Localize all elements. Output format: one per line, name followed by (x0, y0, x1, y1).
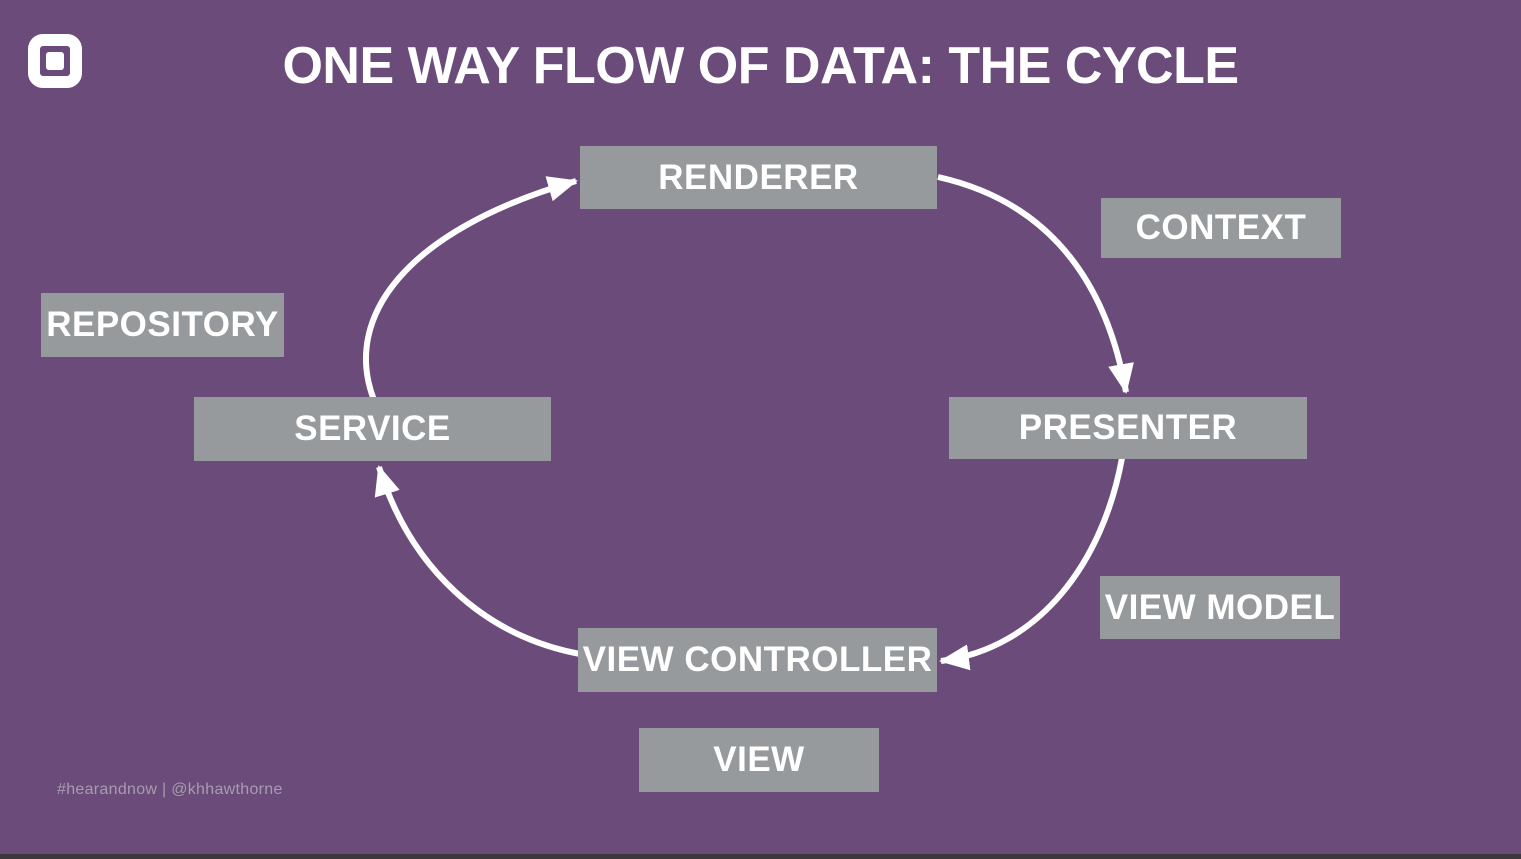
bottom-bar (0, 854, 1521, 859)
node-renderer-label: RENDERER (658, 157, 859, 197)
node-service-label: SERVICE (294, 409, 451, 448)
node-service: SERVICE (194, 397, 551, 461)
node-renderer: RENDERER (580, 146, 937, 209)
node-context-label: CONTEXT (1135, 208, 1307, 247)
arrow-viewcontroller-to-service (374, 465, 581, 657)
node-view-label: VIEW (713, 740, 805, 779)
square-logo-inner-square (46, 52, 64, 70)
arrow-service-to-renderer (363, 176, 578, 402)
footer-credit: #hearandnow | @khhawthorne (57, 781, 283, 798)
arrow-renderer-to-presenter (937, 174, 1134, 394)
arrow-presenter-to-viewcontroller (939, 457, 1125, 671)
slide-title: ONE WAY FLOW OF DATA: THE CYCLE (282, 37, 1239, 95)
node-presenter: PRESENTER (949, 397, 1307, 459)
node-repository-label: REPOSITORY (46, 305, 279, 344)
square-logo-icon (28, 34, 82, 88)
node-repository: REPOSITORY (41, 293, 284, 357)
node-view-model-label: VIEW MODEL (1104, 587, 1336, 627)
node-context: CONTEXT (1101, 198, 1341, 258)
node-view: VIEW (639, 728, 879, 792)
node-presenter-label: PRESENTER (1018, 408, 1238, 447)
node-view-controller-label: VIEW CONTROLLER (582, 640, 933, 679)
node-view-controller: VIEW CONTROLLER (578, 628, 937, 692)
node-view-model: VIEW MODEL (1100, 576, 1340, 639)
